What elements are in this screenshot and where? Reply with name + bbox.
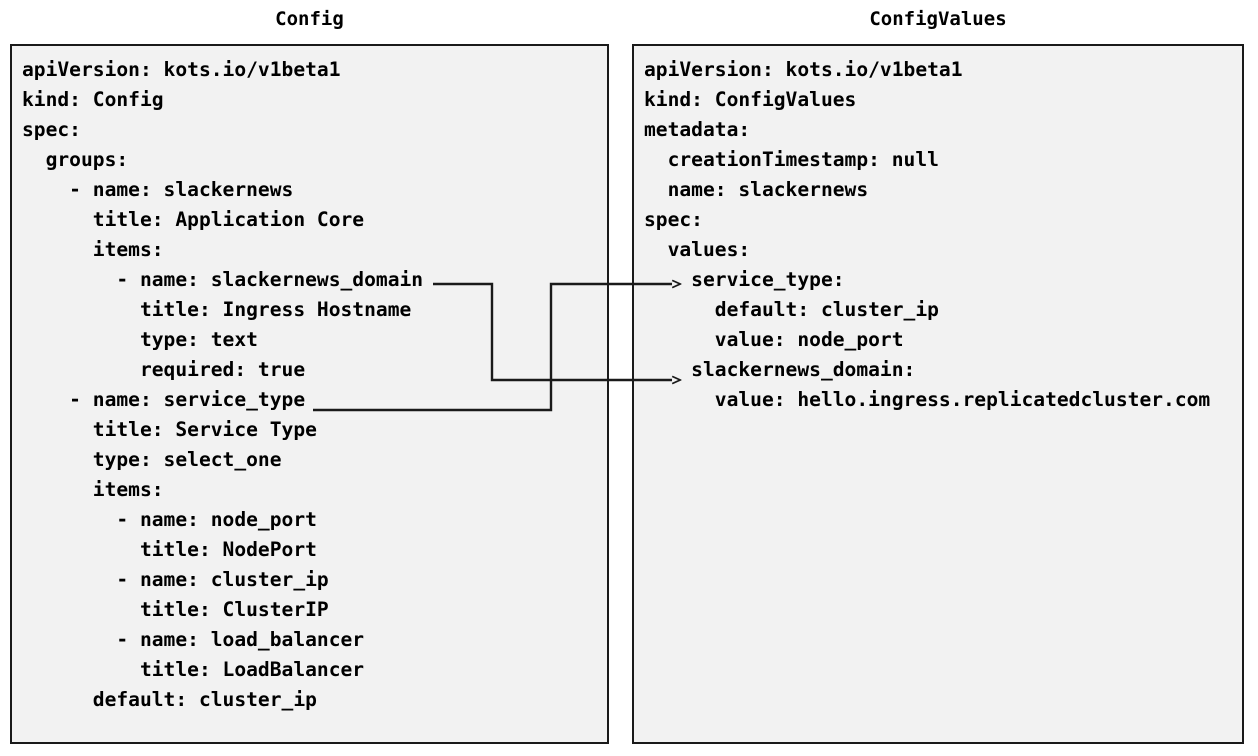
panel-title-configvalues: ConfigValues: [869, 8, 1007, 30]
code-line: value: hello.ingress.replicatedcluster.c…: [644, 388, 1211, 411]
code-line: items:: [22, 238, 164, 261]
code-line: - name: cluster_ip: [22, 568, 329, 591]
code-line: apiVersion: kots.io/v1beta1: [22, 58, 341, 81]
code-line: - name: node_port: [22, 508, 317, 531]
code-line: service_type:: [644, 268, 845, 291]
code-line: title: Service Type: [22, 418, 317, 441]
code-line: slackernews_domain:: [644, 358, 916, 381]
code-line: groups:: [22, 148, 129, 171]
code-line: spec:: [644, 208, 703, 231]
code-line: value: node_port: [644, 328, 904, 351]
code-line: kind: Config: [22, 88, 164, 111]
code-line: values:: [644, 238, 751, 261]
panel-config: apiVersion: kots.io/v1beta1 kind: Config s…: [10, 44, 609, 744]
code-line: title: Ingress Hostname: [22, 298, 412, 321]
code-line: type: select_one: [22, 448, 282, 471]
code-line: spec:: [22, 118, 81, 141]
code-line: type: text: [22, 328, 258, 351]
code-line: metadata:: [644, 118, 751, 141]
code-line: title: ClusterIP: [22, 598, 329, 621]
code-line: name: slackernews: [644, 178, 869, 201]
code-line: creationTimestamp: null: [644, 148, 939, 171]
config-yaml-block: apiVersion: kots.io/v1beta1 kind: Config s…: [22, 55, 603, 715]
code-line: - name: load_balancer: [22, 628, 365, 651]
code-line: items:: [22, 478, 164, 501]
configvalues-yaml-block: apiVersion: kots.io/v1beta1 kind: ConfigV…: [644, 55, 1238, 415]
code-line: title: LoadBalancer: [22, 658, 365, 681]
code-line: title: Application Core: [22, 208, 365, 231]
code-line: - name: slackernews_domain: [22, 268, 424, 291]
code-line: apiVersion: kots.io/v1beta1: [644, 58, 963, 81]
code-line: required: true: [22, 358, 306, 381]
code-line: kind: ConfigValues: [644, 88, 857, 111]
code-line: title: NodePort: [22, 538, 317, 561]
panel-title-config: Config: [275, 8, 344, 30]
code-line: default: cluster_ip: [644, 298, 939, 321]
code-line: - name: service_type: [22, 388, 306, 411]
code-line: - name: slackernews: [22, 178, 294, 201]
code-line: default: cluster_ip: [22, 688, 317, 711]
panel-configvalues: apiVersion: kots.io/v1beta1 kind: ConfigV…: [632, 44, 1244, 744]
